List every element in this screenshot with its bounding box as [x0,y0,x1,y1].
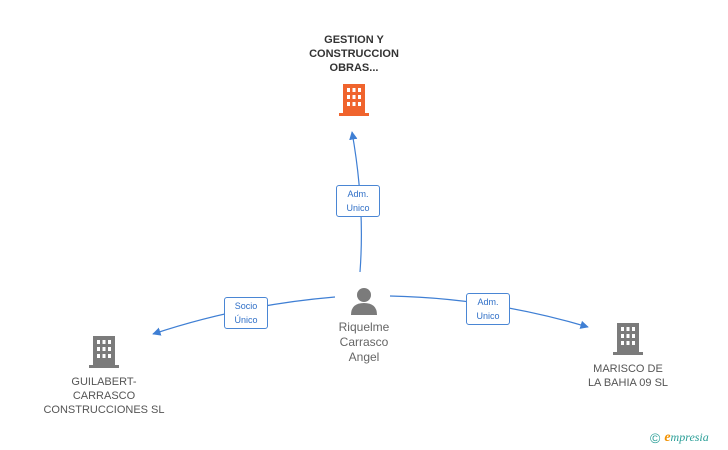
building-icon [613,323,643,355]
person-node[interactable]: Riquelme Carrasco Angel [314,286,414,365]
brand-watermark: © empresia [650,430,709,446]
main-company-name: GESTION Y CONSTRUCCION OBRAS... [309,34,399,74]
brand-logo: empresia [664,430,709,445]
company-right-name: MARISCO DE LA BAHIA 09 SL [587,363,669,389]
relation-label-right[interactable]: Adm. Unico [466,293,510,325]
company-left-name: GUILABERT- CARRASCO CONSTRUCCIONES SL [43,376,165,416]
person-icon [351,288,377,315]
company-left-node[interactable]: GUILABERT- CARRASCO CONSTRUCCIONES SL [34,335,174,417]
company-right-node[interactable]: MARISCO DE LA BAHIA 09 SL [563,322,693,390]
relation-label-left[interactable]: Socio Único [224,297,268,329]
copyright-icon: © [650,430,661,446]
building-icon [89,336,119,368]
main-company-node[interactable]: GESTION Y CONSTRUCCION OBRAS... [284,33,424,117]
building-icon [339,84,369,116]
relation-label-main[interactable]: Adm. Unico [336,185,380,217]
person-name: Riquelme Carrasco Angel [338,320,390,364]
